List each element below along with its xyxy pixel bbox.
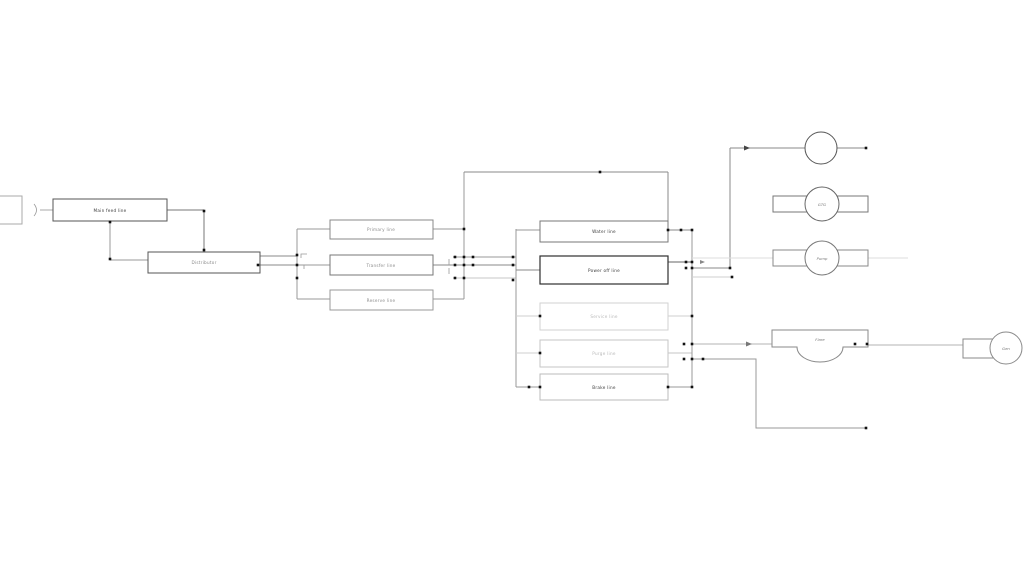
equipment-symbols: GTG Pump Flare Gen [771,131,1023,365]
primary-line-box [329,219,434,240]
junction-dot [202,248,206,252]
junction-dot [666,228,670,232]
junction-dot [666,385,670,389]
generator-label: Gen [1002,346,1010,351]
distributor-label: Distributor [191,260,216,265]
junction-dot [690,357,694,361]
edge-box [0,195,23,225]
junction-dot [295,253,299,257]
junction-dot [690,228,694,232]
junction-dot [295,263,299,267]
junction-dot [295,276,299,280]
junction-dot [453,276,457,280]
junction-dot [538,385,542,389]
water-line-label: Water line [592,229,616,234]
power-off-line-box [539,255,669,285]
junction-dot [527,385,531,389]
junction-dot [682,342,686,346]
gtg-symbol: GTG [772,186,869,222]
water-line-box [539,220,669,243]
connector-lines [33,145,963,429]
purge-line-box [539,339,669,368]
junction-dot [462,276,466,280]
junction-dot [690,385,694,389]
flare-tank-label: Flare [815,337,825,342]
junction-dot [690,342,694,346]
service-line-box [539,302,669,331]
brake-line-label: Brake line [592,385,616,390]
junction-dot [471,263,475,267]
junction-dots [108,146,869,430]
junction-dot [865,342,869,346]
reserve-line-box [329,289,434,311]
reserve-line-label: Reserve line [367,298,396,303]
transfer-line-box [329,254,434,276]
junction-dot [453,263,457,267]
bottom-l-run [692,358,866,429]
pump-label: Pump [817,256,828,261]
process-boxes: Main feed line Distributor Primary line … [0,195,669,401]
primary-line-label: Primary line [367,227,395,232]
junction-dot [471,255,475,259]
transfer-line-label: Transfer line [366,263,396,268]
feed-line-label: Main feed line [93,208,126,213]
gtg-label: GTG [818,202,826,207]
junction-dot [853,342,857,346]
junction-dot [728,266,732,270]
connector-paren-mark [33,203,37,217]
pump-symbol: Pump [772,240,869,276]
junction-dot [108,220,112,224]
junction-dot [511,263,515,267]
junction-dot [256,263,260,267]
junction-dot [864,146,868,150]
junction-dot [511,255,515,259]
gtg-circle-icon [804,186,840,222]
junction-dot [538,314,542,318]
flare-tank-symbol: Flare [771,329,869,363]
junction-dot [864,426,868,430]
junction-dot [679,228,683,232]
junction-dot [462,227,466,231]
junction-dot [701,357,705,361]
hook-marks [300,253,310,269]
junction-dot [682,357,686,361]
junction-dot [462,263,466,267]
junction-dot [511,278,515,282]
junction-dot [108,257,112,261]
junction-dot [538,351,542,355]
junction-dot [730,275,734,279]
power-off-line-label: Power off line [588,268,620,273]
generator-circle-icon [989,331,1023,365]
junction-dot [598,170,602,174]
service-line-label: Service line [590,314,618,319]
junction-dot [684,266,688,270]
arrow-tank [746,341,752,347]
arrow-circle1 [744,145,750,151]
junction-dot [690,266,694,270]
brake-line-box [539,373,669,401]
junction-dot [690,260,694,264]
pump-circle-icon [804,240,840,276]
purge-line-label: Purge line [592,351,616,356]
junction-dot [690,314,694,318]
generator-symbol: Gen [962,331,1023,365]
flare-tank-shape [771,329,869,363]
junction-dot [462,255,466,259]
junction-dot [453,255,457,259]
arrow-d2 [700,260,705,264]
turbine-circle-icon [804,131,838,165]
junction-dot [202,209,206,213]
junction-dot [684,260,688,264]
distributor-box [147,251,261,274]
